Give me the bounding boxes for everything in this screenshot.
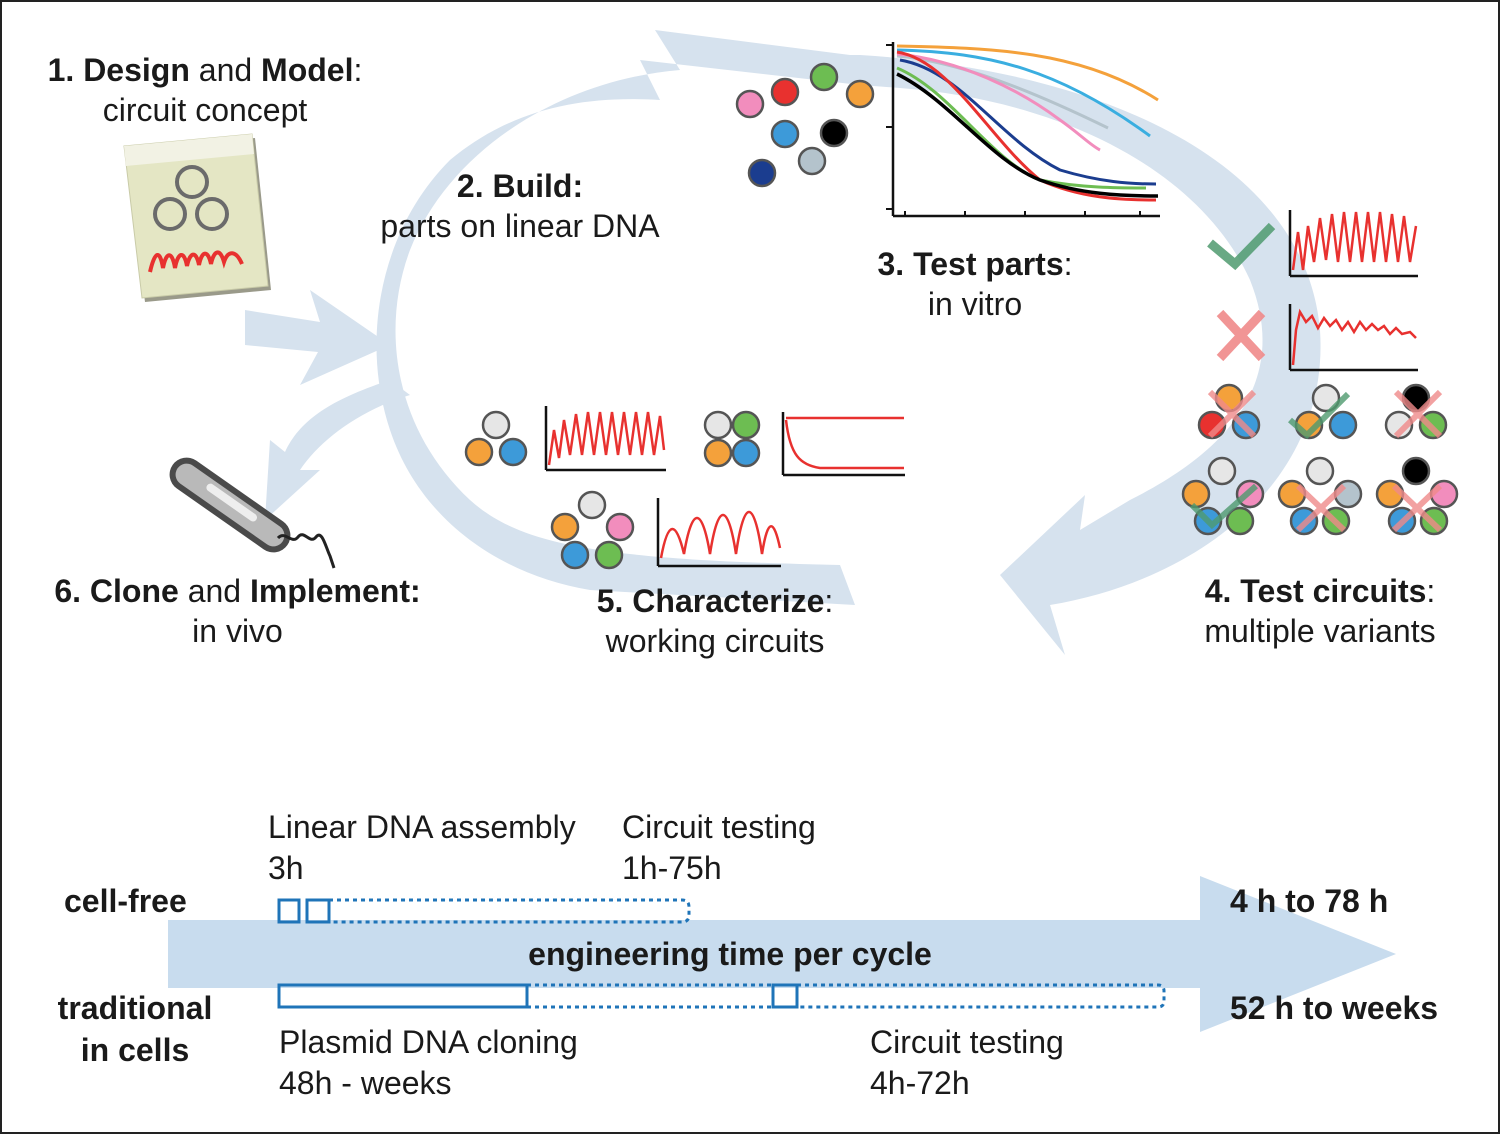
cells-testing-title: Circuit testing [870, 1024, 1064, 1060]
cells-testing-start [771, 983, 799, 1009]
step-4-subtitle: multiple variants [1204, 613, 1436, 649]
cells-cloning-bar [277, 983, 529, 1009]
cellfree-testing-bar [329, 898, 691, 924]
step-6-label: 6. Clone and Implement: in vivo [54, 573, 421, 649]
cellfree-assembly-time: 3h [268, 850, 304, 886]
cellfree-assembly-bar-1 [277, 898, 301, 924]
step-1-label: 1. Design and Model: circuit concept [47, 52, 363, 128]
good-trace-plot [1288, 210, 1418, 278]
step-1-title-b: Model [261, 52, 354, 88]
cells-total: 52 h to weeks [1230, 990, 1439, 1026]
cells-row-label-1: traditional [57, 990, 213, 1026]
cellfree-assembly-title: Linear DNA assembly [268, 809, 576, 845]
cellfree-assembly-bar-2 [305, 898, 331, 924]
step-2-subtitle: parts on linear DNA [380, 208, 660, 244]
bad-trace-plot [1288, 304, 1418, 372]
char-plot-1 [544, 406, 666, 472]
step-1-and: and [189, 52, 262, 88]
arrow-to-clone [265, 380, 410, 520]
cellfree-total: 4 h to 78 h [1230, 883, 1389, 919]
step-4-number: 4. [1204, 573, 1232, 609]
variant-marks [1189, 389, 1443, 533]
cells-testing-time: 4h-72h [870, 1065, 970, 1101]
timeline-arrow [168, 876, 1396, 1032]
bacterium-icon [169, 457, 336, 569]
parts-circles [735, 62, 875, 188]
step-5-label: 5. Characterize: working circuits [596, 583, 834, 659]
step-5-number: 5. [596, 583, 624, 619]
step-4-title: Test circuits [1240, 573, 1427, 609]
step-4-label: 4. Test circuits: multiple variants [1204, 573, 1436, 649]
notepad-icon [123, 133, 271, 302]
step-6-title-a: Clone [89, 573, 179, 609]
cells-row-label-2: in cells [80, 1032, 190, 1068]
cross-icon [1216, 309, 1266, 362]
step-2-number: 2. [456, 168, 484, 204]
step-6-and: and [178, 573, 250, 609]
cells-testing-bar [797, 983, 1166, 1009]
step-1-subtitle: circuit concept [102, 92, 308, 128]
step-3-label: 3. Test parts: in vitro [877, 246, 1073, 322]
cells-cloning-time: 48h - weeks [279, 1065, 452, 1101]
step-5-subtitle: working circuits [605, 623, 825, 659]
arrow-from-design [245, 290, 390, 385]
step-5-title: Characterize [632, 583, 825, 619]
cellfree-testing-time: 1h-75h [622, 850, 722, 886]
variant-1-2 [1294, 383, 1358, 440]
step-3-subtitle: in vitro [927, 286, 1023, 322]
step-6-title-b: Implement [249, 573, 410, 609]
timeline-arrow-label: engineering time per cycle [528, 936, 932, 972]
char-plot-3 [656, 498, 782, 568]
step-2-title: Build [492, 168, 573, 204]
step-1-title-a: Design [83, 52, 190, 88]
characterize-circuits [464, 410, 761, 570]
dose-response-plot [886, 42, 1160, 218]
step-6-number: 6. [54, 573, 82, 609]
step-2-label: 2. Build: parts on linear DNA [380, 168, 660, 244]
cells-cloning-title: Plasmid DNA cloning [279, 1024, 578, 1060]
cellfree-row-label: cell-free [64, 883, 187, 919]
check-icon [1207, 222, 1276, 271]
step-6-subtitle: in vivo [192, 613, 283, 649]
step-3-number: 3. [877, 246, 905, 282]
step-3-title: Test parts [913, 246, 1064, 282]
cellfree-testing-title: Circuit testing [622, 809, 816, 845]
char-plot-2 [781, 412, 905, 477]
cells-gap-bar [527, 983, 773, 1009]
step-1-number: 1. [47, 52, 75, 88]
